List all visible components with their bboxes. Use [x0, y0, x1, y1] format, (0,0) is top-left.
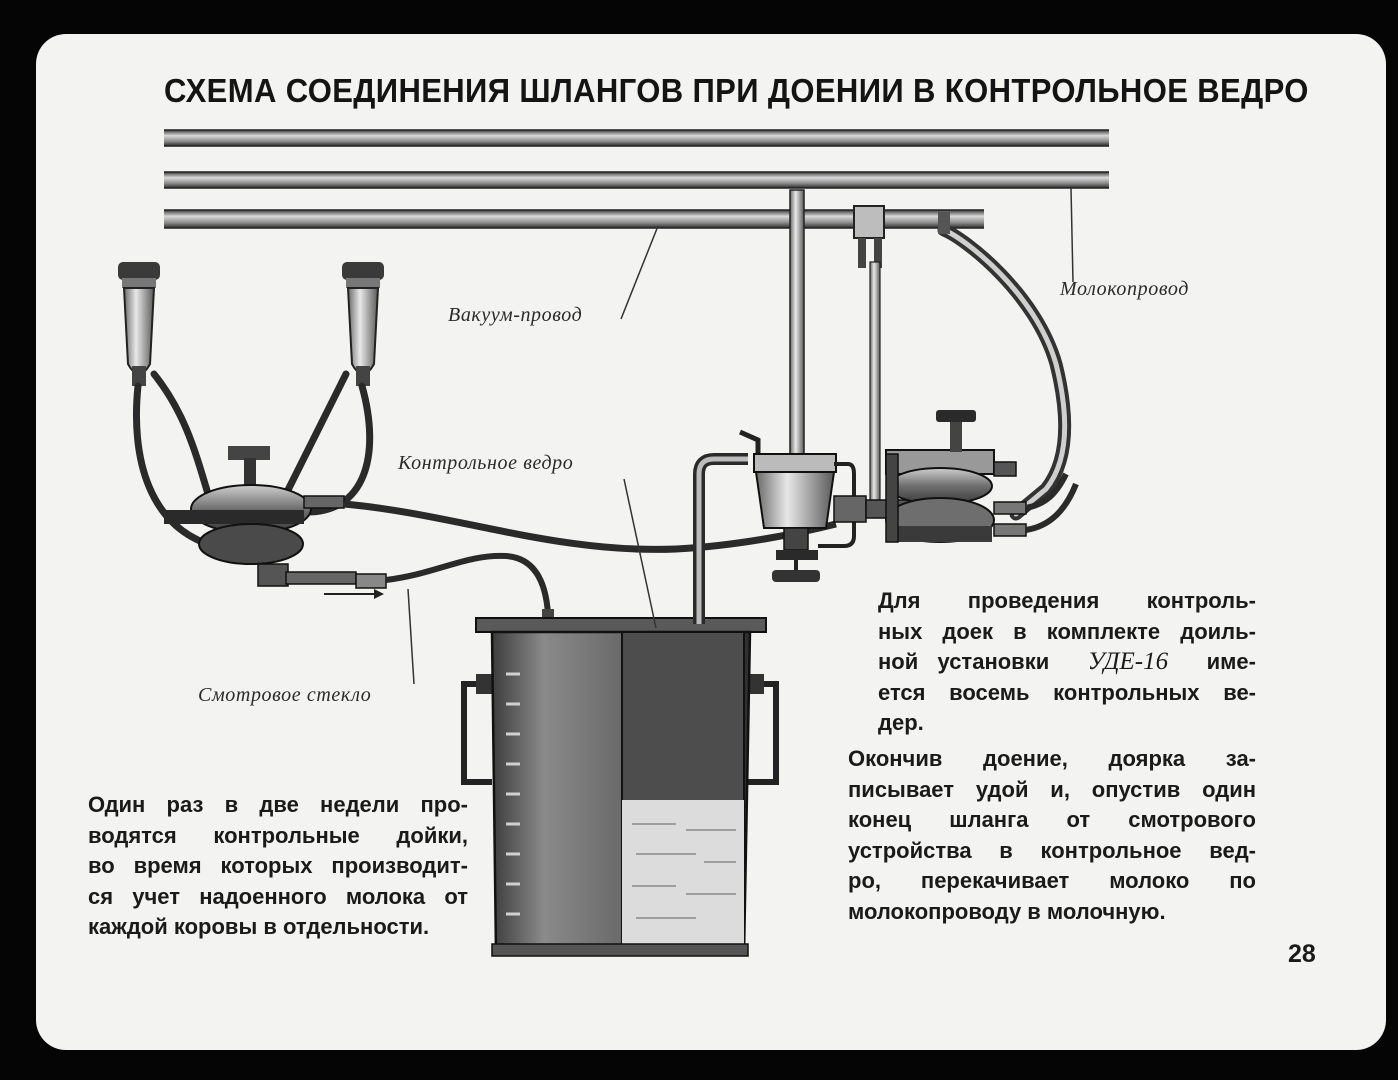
page-number: 28 — [1288, 940, 1316, 968]
paragraph-right-line: ных доек в комплекте доиль- — [878, 618, 1256, 644]
paragraph-right-2: Окончив доение, доярка за- писывает удой… — [848, 744, 1256, 927]
paragraph-left-line: во время которых производит- — [88, 853, 468, 878]
sight-glass-leader — [407, 588, 415, 685]
sight-glass-label: Смотровое стекло — [198, 684, 372, 706]
pipe-top — [164, 129, 1109, 147]
paragraph-right-line: устройства в контрольное вед- — [848, 837, 1256, 863]
teat-cup-right — [342, 262, 384, 386]
milk-line-pipe — [164, 171, 1109, 189]
control-bucket — [461, 617, 779, 957]
vacuum-line-pipe — [164, 209, 984, 229]
paragraph-left-line: каждой коровы в отдельности. — [88, 914, 430, 939]
paragraph-right-line-model: ной установки УДЕ-16 име- — [878, 647, 1256, 678]
sight-glass-hose — [355, 552, 554, 627]
paragraph-text-fragment: име- — [1206, 649, 1256, 674]
paragraph-text-fragment: ной установки — [878, 649, 1050, 674]
pulsator — [865, 410, 1027, 543]
paragraph-right-1: Для проведения контроль- ных доек в комп… — [878, 586, 1256, 739]
flow-arrow-icon — [324, 589, 384, 599]
paragraph-right-line: молокопроводу в молочную. — [848, 898, 1166, 924]
paragraph-left-line: водятся контрольные дойки, — [88, 822, 468, 848]
paragraph-right-line: конец шланга от смотрового — [848, 807, 1256, 832]
vacuum-riser-tube — [789, 189, 805, 456]
paragraph-left-line: ся учет надоенного молока от — [88, 883, 468, 909]
vacuum-line-leader — [620, 225, 659, 320]
paragraph-right-line: Окончив доение, доярка за- — [848, 746, 1256, 771]
sight-device — [738, 429, 867, 582]
paragraph-right-line: писывает удой и, опустив один — [848, 776, 1256, 802]
paragraph-right-line: ро, перекачивает молоко по — [848, 868, 1256, 893]
milk-line-label: Молокопровод — [1060, 278, 1189, 300]
control-bucket-leader — [623, 478, 657, 629]
paragraph-left: Один раз в две недели про- водятся контр… — [88, 790, 468, 943]
page-title: СХЕМА СОЕДИНЕНИЯ ШЛАНГОВ ПРИ ДОЕНИИ В КО… — [164, 72, 1309, 109]
milk-line-leader — [1070, 187, 1074, 283]
paragraph-left-line: Один раз в две недели про- — [88, 792, 468, 817]
paragraph-right-line: дер. — [878, 710, 924, 735]
teat-cup-left — [118, 262, 160, 386]
vacuum-line-label: Вакуум-провод — [448, 304, 583, 326]
paragraph-right-line: Для проведения контроль- — [878, 588, 1256, 613]
pulsator-hoses — [1025, 472, 1079, 533]
milking-schema-diagram — [118, 129, 1109, 957]
pulsator-valve-tap — [853, 205, 885, 508]
milk-collector — [164, 446, 357, 587]
slide-frame: СХЕМА СОЕДИНЕНИЯ ШЛАНГОВ ПРИ ДОЕНИИ В КО… — [36, 34, 1386, 1050]
paragraph-right-line: ется восемь контрольных ве- — [878, 679, 1256, 705]
model-name: УДЕ-16 — [1087, 648, 1169, 675]
control-bucket-label: Контрольное ведро — [398, 452, 574, 474]
